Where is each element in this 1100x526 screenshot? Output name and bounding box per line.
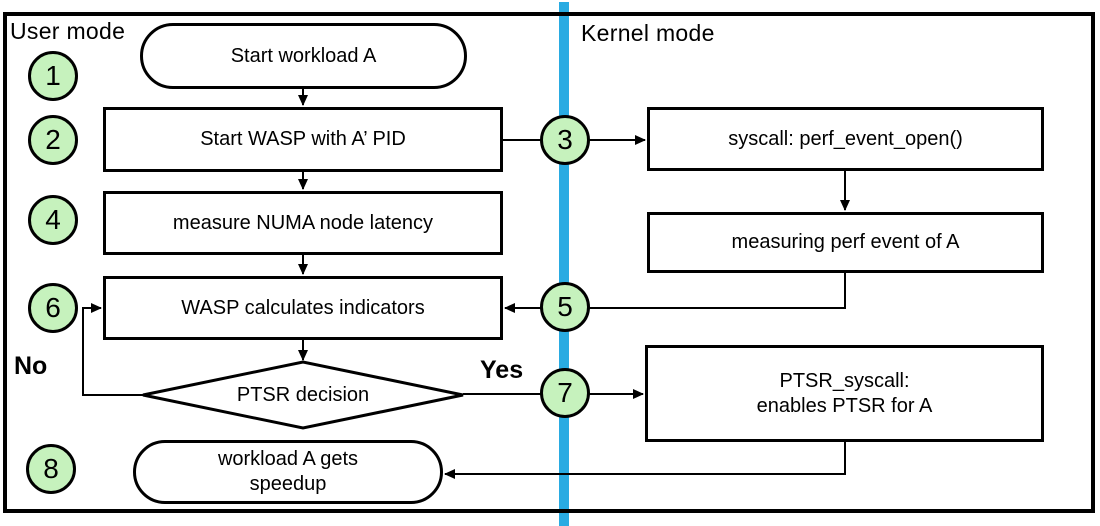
node-wasp-calculates-indicators: WASP calculates indicators	[103, 276, 503, 340]
edge-measuring-to-indicators	[504, 273, 846, 313]
branch-yes-label: Yes	[480, 356, 524, 384]
step-badge-8: 8	[26, 444, 76, 494]
node-measuring-perf-event: measuring perf event of A	[647, 212, 1044, 273]
step-badge-2: 2	[28, 115, 78, 165]
node-ptsr-syscall: PTSR_syscall: enables PTSR for A	[645, 345, 1044, 442]
branch-no-label: No	[14, 352, 48, 380]
step-badge-5: 5	[540, 282, 590, 332]
node-start-workload: Start workload A	[140, 23, 467, 89]
node-workload-speedup-line1: workload A gets	[217, 448, 359, 470]
kernel-mode-label: Kernel mode	[581, 20, 715, 46]
node-start-wasp: Start WASP with A’ PID	[103, 107, 503, 172]
node-syscall-perf-event-open: syscall: perf_event_open()	[647, 107, 1044, 171]
node-workload-speedup: workload A gets speedup	[133, 440, 443, 504]
node-ptsr-syscall-line1: PTSR_syscall:	[779, 369, 910, 392]
step-badge-6: 6	[28, 283, 78, 333]
step-badge-4: 4	[28, 195, 78, 245]
step-badge-7: 7	[540, 368, 590, 418]
node-ptsr-syscall-line2: enables PTSR for A	[756, 394, 933, 417]
edge-ptsr-to-speedup	[444, 442, 846, 479]
step-badge-1: 1	[28, 51, 78, 101]
node-workload-speedup-line2: speedup	[249, 473, 327, 495]
mode-divider-line	[559, 2, 569, 526]
node-measure-numa-latency: measure NUMA node latency	[103, 191, 503, 255]
step-badge-3: 3	[540, 115, 590, 165]
decision-diamond-shape	[142, 360, 464, 430]
node-ptsr-decision: PTSR decision	[236, 383, 370, 406]
edge-decision-no-to-indicators	[82, 303, 143, 396]
user-mode-label: User mode	[10, 18, 126, 44]
